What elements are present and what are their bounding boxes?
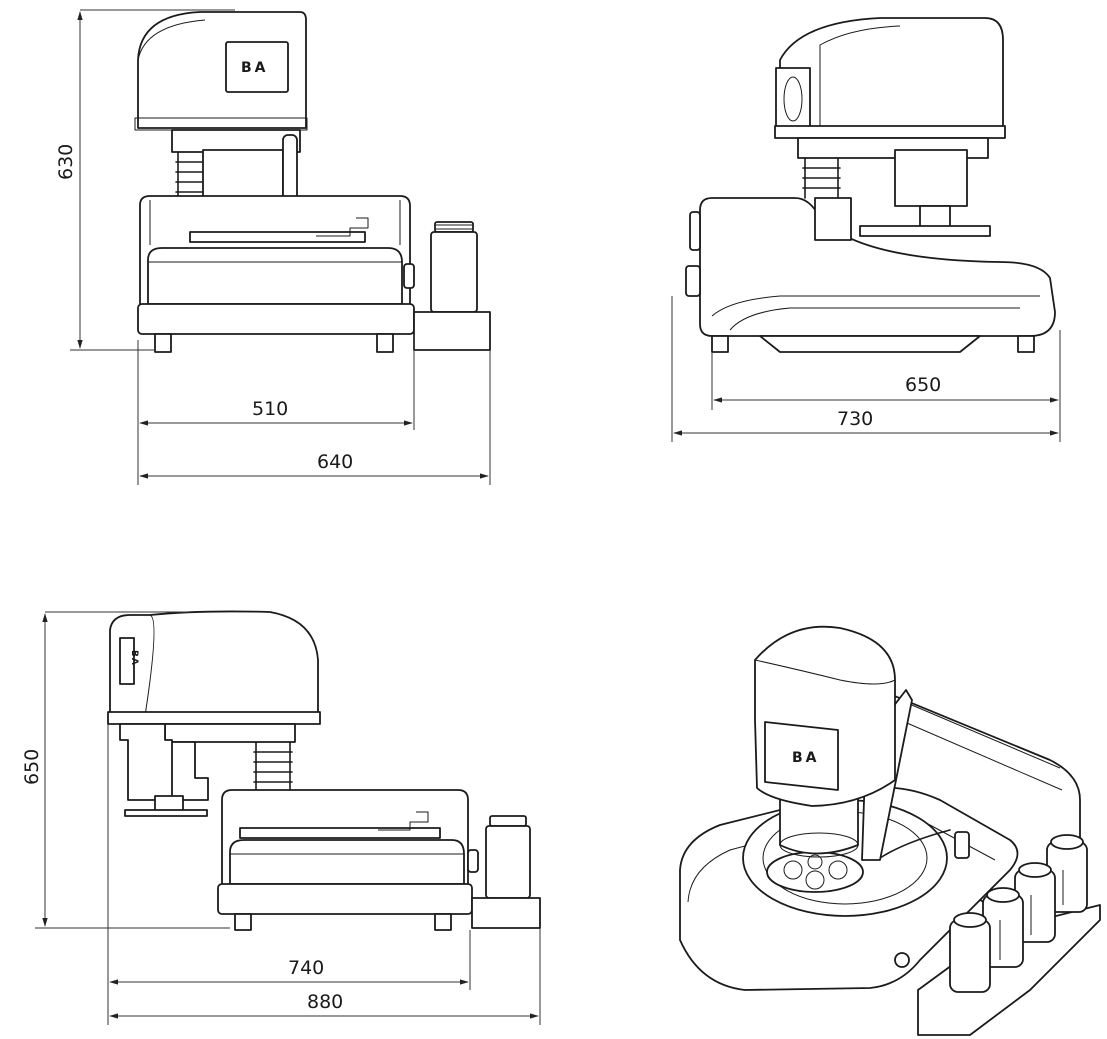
iso-logo-text: BA bbox=[792, 750, 820, 766]
isometric-view: BA bbox=[679, 625, 1101, 1036]
front-logo-text: BA bbox=[241, 60, 269, 76]
side-open-base-width-label: 740 bbox=[288, 957, 324, 979]
reagent-bottles bbox=[949, 834, 1088, 993]
front-overall-width-label: 640 bbox=[317, 451, 353, 473]
front-view: BA 630 510 640 bbox=[55, 9, 491, 485]
side-overall-depth-label: 730 bbox=[837, 408, 873, 430]
side-open-overall-width-label: 880 bbox=[307, 991, 343, 1013]
front-base-width-label: 510 bbox=[252, 398, 288, 420]
front-height-label: 630 bbox=[55, 144, 77, 180]
side-open-height-label: 650 bbox=[21, 749, 43, 785]
side-base-depth-label: 650 bbox=[905, 374, 941, 396]
side-view: 650 730 bbox=[671, 17, 1061, 442]
side-open-logo-text: BA bbox=[129, 650, 139, 666]
side-open-view: BA 650 740 880 bbox=[21, 610, 541, 1025]
